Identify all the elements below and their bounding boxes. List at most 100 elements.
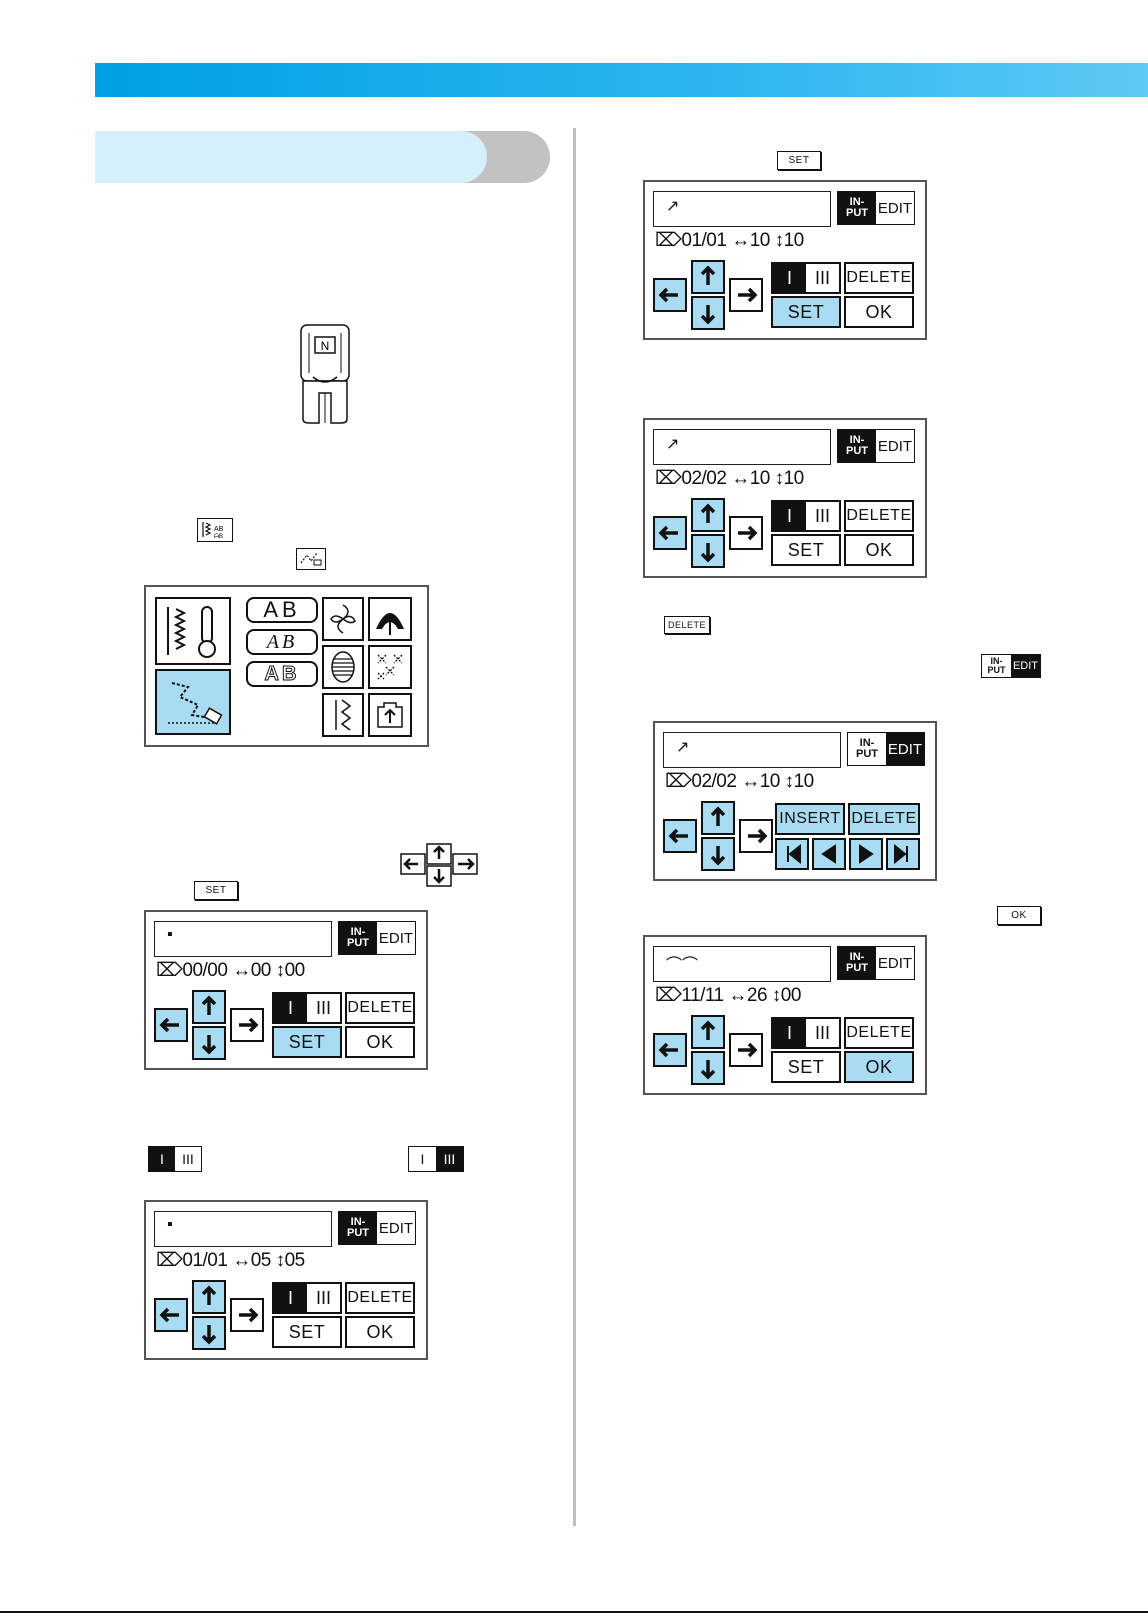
memory-pocket-tile[interactable] <box>368 693 412 737</box>
move-right-button[interactable] <box>729 278 763 312</box>
edit-mode-button[interactable]: EDIT <box>886 733 924 765</box>
pattern-preview-mark: ↗ <box>676 739 690 756</box>
move-right-button[interactable] <box>230 1008 264 1042</box>
input-mode-button[interactable]: IN-PUT <box>339 922 377 954</box>
move-up-button[interactable] <box>691 1015 725 1049</box>
move-down-button[interactable] <box>691 534 725 568</box>
decorative-arch-tile[interactable] <box>368 597 412 641</box>
move-up-button[interactable] <box>192 990 226 1024</box>
delete-button[interactable]: DELETE <box>848 803 920 835</box>
triple-stitch-option[interactable]: III <box>806 264 839 292</box>
triple-stitch-toggle-inline: I III <box>408 1146 464 1172</box>
move-left-button[interactable] <box>653 1033 687 1067</box>
presser-foot-n-illustration: N <box>297 323 353 425</box>
tag-icon: ⌦ <box>665 771 692 792</box>
set-button[interactable]: SET <box>272 1316 342 1348</box>
header-color-bar <box>95 63 1148 97</box>
zigzag-stitch-tile[interactable] <box>322 693 364 737</box>
move-right-button[interactable] <box>739 819 773 853</box>
last-point-button[interactable] <box>886 838 920 870</box>
move-up-button[interactable] <box>192 1280 226 1314</box>
alphabet-script-tile[interactable]: AB <box>246 629 318 655</box>
edit-mode-button[interactable]: EDIT <box>876 430 914 462</box>
single-stitch-option[interactable]: I <box>773 1019 806 1047</box>
edit-mode-button[interactable]: EDIT <box>876 947 914 979</box>
triple-stitch-option[interactable]: III <box>806 1019 839 1047</box>
insert-button[interactable]: INSERT <box>775 803 845 835</box>
input-mode-button[interactable]: IN-PUT <box>848 733 886 765</box>
edit-mode-button[interactable]: EDIT <box>377 1212 415 1244</box>
move-up-button[interactable] <box>691 260 725 294</box>
move-down-button[interactable] <box>192 1026 226 1060</box>
single-stitch-option[interactable]: I <box>274 994 307 1022</box>
ok-button[interactable]: OK <box>345 1026 415 1058</box>
first-point-button[interactable] <box>775 838 809 870</box>
edit-mode-button[interactable]: EDIT <box>377 922 415 954</box>
triple-stitch-option[interactable]: III <box>307 1284 340 1312</box>
move-left-button[interactable] <box>663 819 697 853</box>
arrow-keys-inline-icon <box>400 843 478 887</box>
next-point-button[interactable] <box>849 838 883 870</box>
delete-button[interactable]: DELETE <box>345 992 415 1024</box>
set-button[interactable]: SET <box>771 1051 841 1083</box>
ok-button[interactable]: OK <box>844 1051 914 1083</box>
input-mode-button[interactable]: IN-PUT <box>838 947 876 979</box>
satin-oval-tile[interactable] <box>322 645 364 689</box>
alphabet-outline-tile[interactable]: AB <box>246 661 318 687</box>
ok-button[interactable]: OK <box>345 1316 415 1348</box>
alphabet-block-tile[interactable]: AB <box>246 597 318 623</box>
input-mode-button[interactable]: IN-PUT <box>838 430 876 462</box>
move-left-button[interactable] <box>653 516 687 550</box>
set-button[interactable]: SET <box>771 296 841 328</box>
move-right-button[interactable] <box>729 1033 763 1067</box>
set-button[interactable]: SET <box>272 1026 342 1058</box>
delete-button[interactable]: DELETE <box>345 1282 415 1314</box>
move-down-button[interactable] <box>192 1316 226 1350</box>
decorative-flower-tile[interactable] <box>322 597 364 641</box>
single-stitch-option[interactable]: I <box>274 1284 307 1312</box>
move-down-button[interactable] <box>701 837 735 871</box>
ok-button[interactable]: OK <box>844 534 914 566</box>
move-down-button[interactable] <box>691 1051 725 1085</box>
triple-stitch-option[interactable]: III <box>307 994 340 1022</box>
move-up-button[interactable] <box>691 498 725 532</box>
move-left-button[interactable] <box>154 1298 188 1332</box>
move-left-button[interactable] <box>154 1008 188 1042</box>
move-up-button[interactable] <box>701 801 735 835</box>
point-count-and-coordinates: ⌦02/02 ↔10 ↕10 <box>655 468 804 489</box>
delete-button[interactable]: DELETE <box>844 1017 914 1049</box>
my-custom-stitch-tile[interactable] <box>155 669 231 735</box>
move-left-button[interactable] <box>653 278 687 312</box>
utility-stitch-tile[interactable] <box>155 597 231 665</box>
set-button[interactable]: SET <box>771 534 841 566</box>
triple-stitch-option[interactable]: III <box>806 502 839 530</box>
single-stitch-option[interactable]: I <box>773 502 806 530</box>
edit-mode-button[interactable]: EDIT <box>876 192 914 224</box>
move-down-button[interactable] <box>691 296 725 330</box>
delete-button[interactable]: DELETE <box>844 262 914 294</box>
single-stitch-option[interactable]: I <box>773 264 806 292</box>
move-right-button[interactable] <box>230 1298 264 1332</box>
set-key-inline: SET <box>777 151 821 170</box>
delete-button[interactable]: DELETE <box>844 500 914 532</box>
move-right-button[interactable] <box>729 516 763 550</box>
input-mode-button[interactable]: IN-PUT <box>838 192 876 224</box>
prev-point-button[interactable] <box>812 838 846 870</box>
pattern-preview-mark: ▪ <box>167 926 173 943</box>
cross-stitch-tile[interactable] <box>368 645 412 689</box>
ok-button[interactable]: OK <box>844 296 914 328</box>
input-mode-button[interactable]: IN-PUT <box>339 1212 377 1244</box>
